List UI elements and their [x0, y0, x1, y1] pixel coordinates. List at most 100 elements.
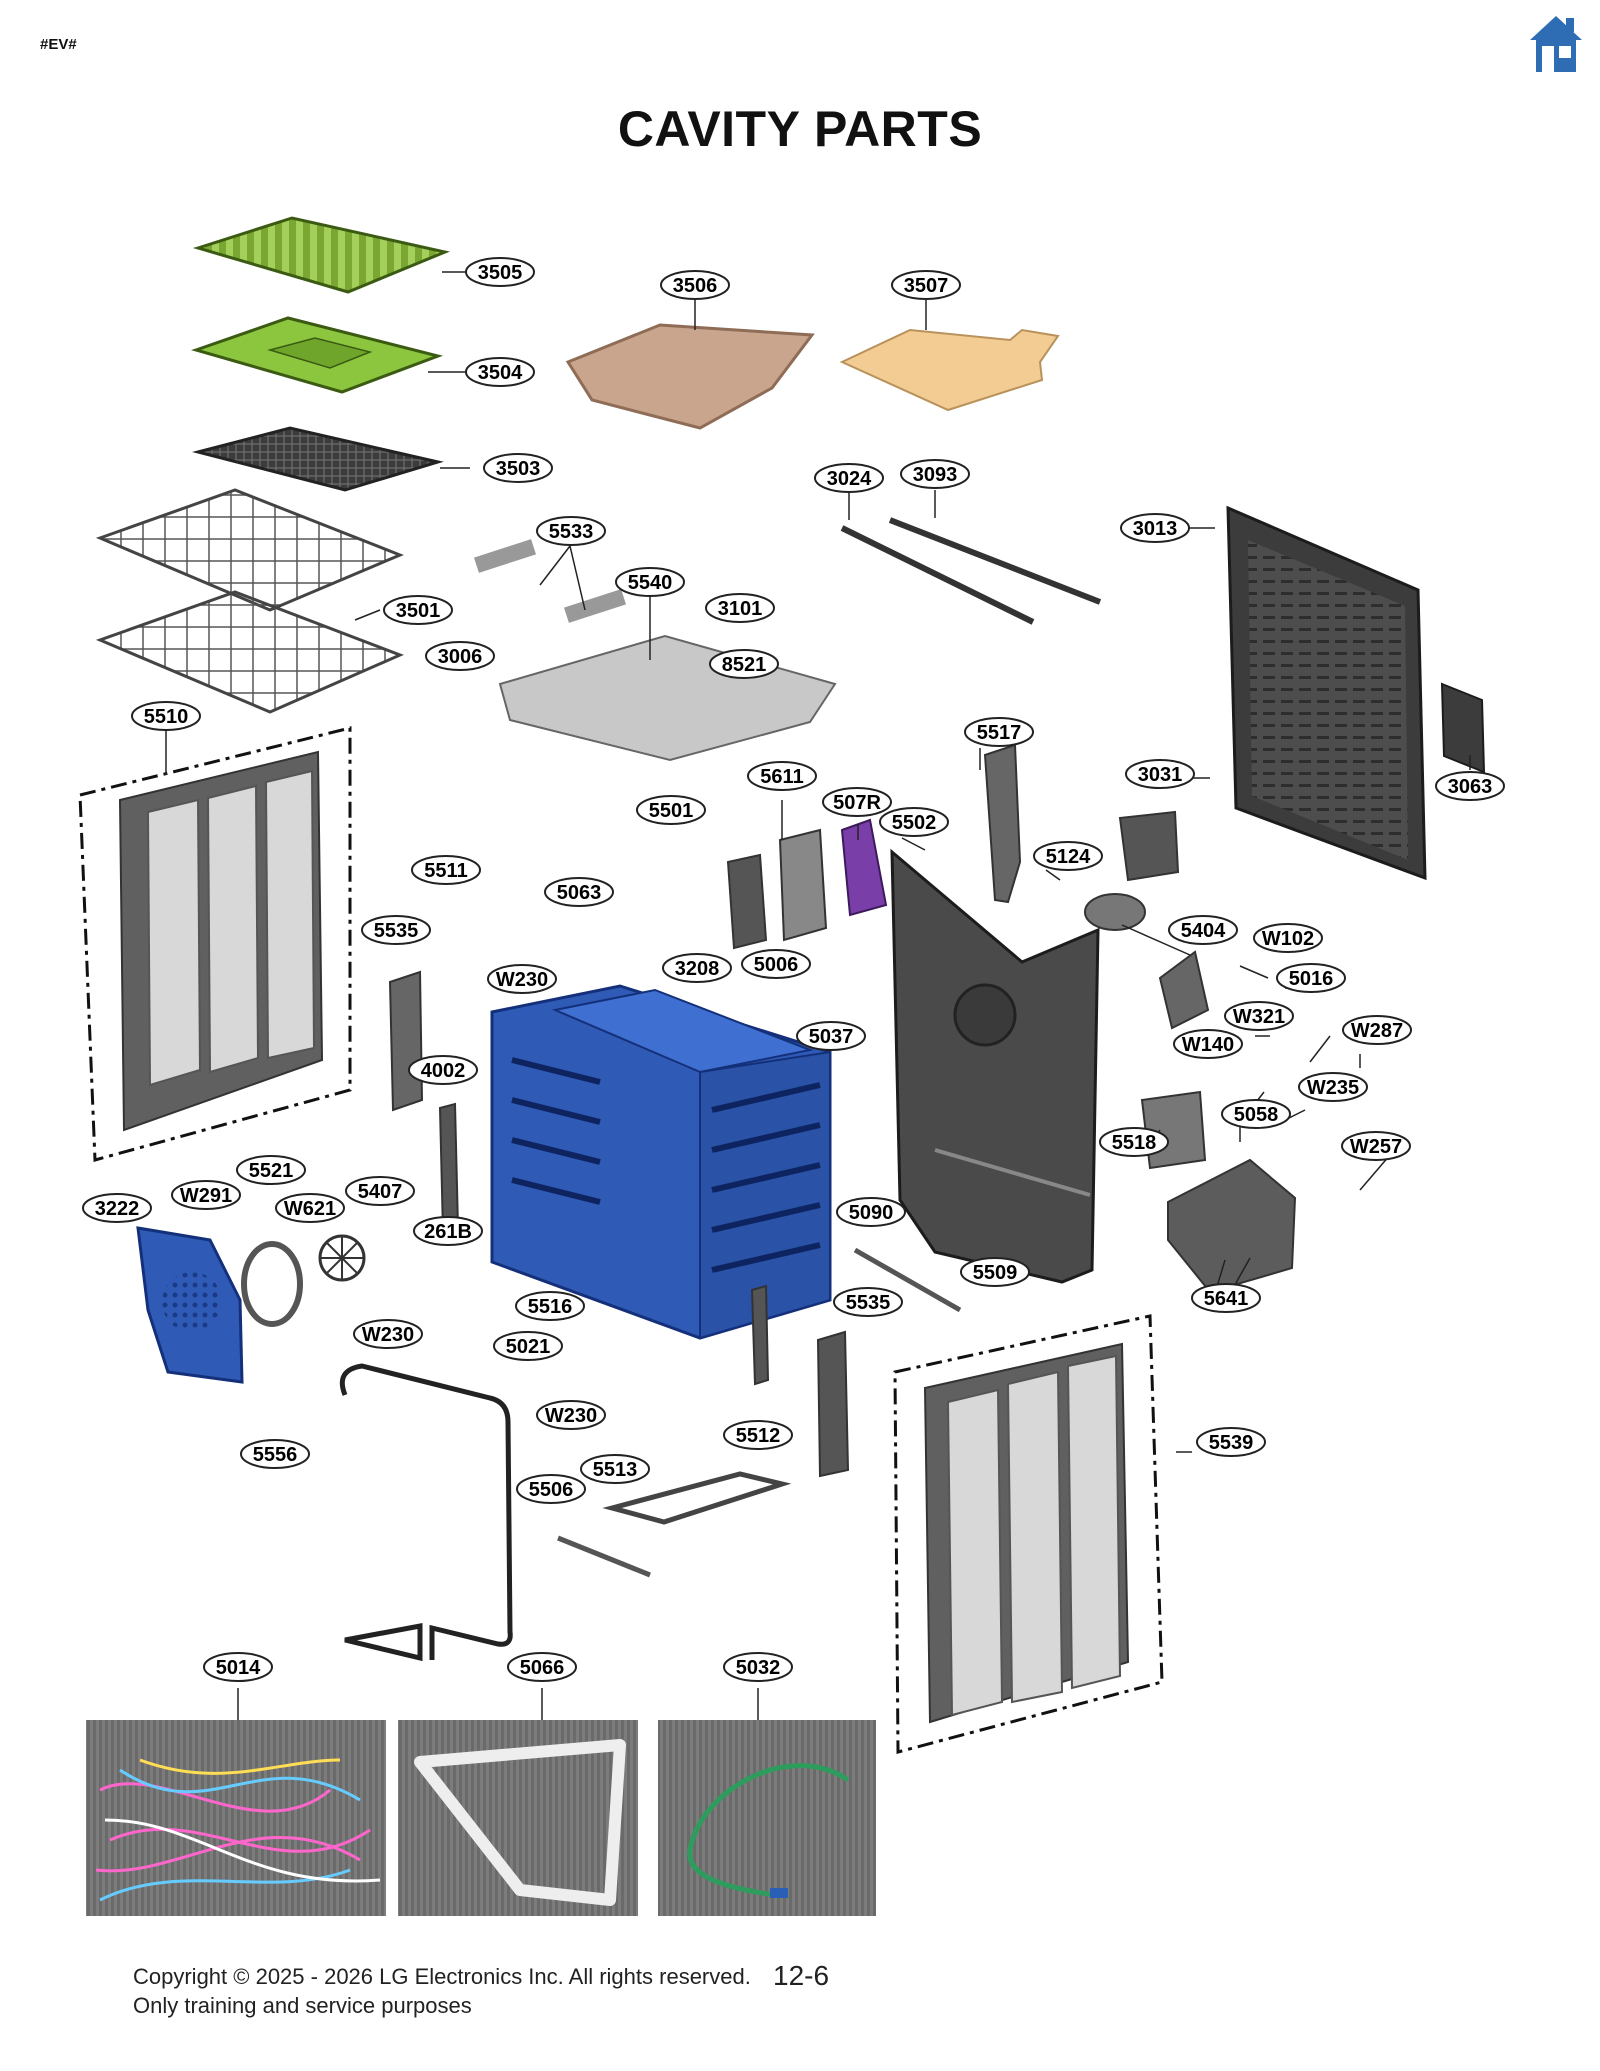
- convection-heater-ring: [241, 1241, 303, 1327]
- callout-5037: 5037: [796, 1021, 866, 1051]
- callout-3503: 3503: [483, 453, 553, 483]
- callout-label: 5006: [754, 954, 799, 976]
- page-title: CAVITY PARTS: [617, 101, 983, 157]
- callout-label: 3507: [904, 275, 949, 297]
- callout-label: 3222: [95, 1198, 140, 1220]
- callout-label: 5510: [144, 706, 189, 728]
- misc-small-components: [388, 743, 1297, 1478]
- callout-5556: 5556: [240, 1439, 310, 1469]
- callout-5535: 5535: [833, 1287, 903, 1317]
- callout-5518: 5518: [1099, 1127, 1169, 1157]
- callout-label: W287: [1351, 1020, 1403, 1042]
- callout-label: 5058: [1234, 1104, 1279, 1126]
- broiler-grill-tray: [192, 216, 450, 294]
- callout-w230: W230: [536, 1400, 606, 1430]
- callout-3093: 3093: [900, 459, 970, 489]
- callout-label: 5521: [249, 1160, 294, 1182]
- callout-w140: W140: [1173, 1029, 1243, 1059]
- callout-w235: W235: [1298, 1072, 1368, 1102]
- callout-261b: 261B: [413, 1216, 483, 1246]
- air-fry-tray: [192, 426, 444, 492]
- copyright-text: Copyright © 2025 - 2026 LG Electronics I…: [133, 1964, 751, 1989]
- callout-3101: 3101: [705, 593, 775, 623]
- callout-label: 5404: [1181, 920, 1226, 942]
- callout-507r: 507R: [822, 787, 892, 817]
- callout-label: W235: [1307, 1077, 1359, 1099]
- callout-5641: 5641: [1191, 1283, 1261, 1313]
- callout-label: 5016: [1289, 968, 1334, 990]
- callout-label: 5641: [1204, 1288, 1249, 1310]
- callout-label: 3503: [496, 458, 541, 480]
- callout-label: W230: [496, 969, 548, 991]
- callout-label: 5611: [760, 766, 803, 788]
- rear-back-panel: [1226, 505, 1486, 881]
- callout-label: W102: [1262, 928, 1314, 950]
- callout-label: 5511: [424, 860, 467, 882]
- callout-3505: 3505: [465, 257, 535, 287]
- callout-label: W321: [1233, 1006, 1285, 1028]
- callout-5517: 5517: [964, 717, 1034, 747]
- callout-label: 5014: [216, 1657, 261, 1679]
- callout-w291: W291: [171, 1180, 241, 1210]
- callout-label: 5518: [1112, 1132, 1157, 1154]
- callout-4002: 4002: [408, 1055, 478, 1085]
- callout-w257: W257: [1341, 1131, 1411, 1161]
- callout-label: 5533: [549, 521, 594, 543]
- callout-label: 5501: [649, 800, 694, 822]
- purpose-text: Only training and service purposes: [133, 1993, 472, 2018]
- callout-label: 5063: [557, 882, 602, 904]
- callout-label: 3013: [1133, 518, 1178, 540]
- callout-5509: 5509: [960, 1257, 1030, 1287]
- callout-label: W140: [1182, 1034, 1234, 1056]
- callout-8521: 8521: [709, 649, 779, 679]
- callout-label: 5407: [358, 1181, 403, 1203]
- callout-5512: 5512: [723, 1420, 793, 1450]
- oven-cavity-liner: [490, 984, 832, 1340]
- callout-3501: 3501: [383, 595, 453, 625]
- broiler-pan: [191, 316, 444, 394]
- callout-label: 5509: [973, 1262, 1018, 1284]
- callout-label: W230: [362, 1324, 414, 1346]
- callout-5506: 5506: [516, 1474, 586, 1504]
- callout-label: 507R: [833, 792, 881, 814]
- callout-label: 5556: [253, 1444, 298, 1466]
- callout-label: 5037: [809, 1026, 854, 1048]
- wire-harness-photo: [86, 1720, 386, 1916]
- callout-w230: W230: [487, 964, 557, 994]
- callout-label: 5513: [593, 1459, 638, 1481]
- callout-label: 3006: [438, 646, 483, 668]
- callout-label: 3031: [1138, 764, 1183, 786]
- callout-label: 261B: [424, 1221, 472, 1243]
- callout-label: 3208: [675, 958, 720, 980]
- pizza-peel: [839, 328, 1060, 412]
- leader-lines: [165, 271, 1471, 1720]
- right-side-panel: [893, 1314, 1164, 1754]
- callout-label: 3504: [478, 362, 523, 384]
- document-tag: #EV#: [40, 36, 77, 53]
- callout-w321: W321: [1224, 1001, 1294, 1031]
- callout-label: W230: [545, 1405, 597, 1427]
- callout-3013: 3013: [1120, 513, 1190, 543]
- left-side-panel: [78, 726, 352, 1162]
- callout-label: 5535: [374, 920, 419, 942]
- callout-label: 8521: [722, 654, 767, 676]
- callout-label: W291: [180, 1185, 232, 1207]
- callout-5540: 5540: [615, 567, 685, 597]
- callout-5090: 5090: [836, 1197, 906, 1227]
- callout-label: 3024: [827, 468, 872, 490]
- callout-label: 5090: [849, 1202, 894, 1224]
- callout-label: 3063: [1448, 776, 1493, 798]
- gasket-photo: [398, 1720, 638, 1916]
- bake-element: [557, 1471, 792, 1578]
- callout-label: 3501: [396, 600, 441, 622]
- top-trim-bars: [840, 517, 1102, 625]
- callout-5513: 5513: [580, 1454, 650, 1484]
- callout-5032: 5032: [723, 1652, 793, 1682]
- callout-label: 5502: [892, 812, 937, 834]
- callout-5501: 5501: [636, 795, 706, 825]
- home-icon[interactable]: [1528, 12, 1584, 76]
- callout-3506: 3506: [660, 270, 730, 300]
- oven-rack-upper: [95, 488, 404, 612]
- callout-5521: 5521: [236, 1155, 306, 1185]
